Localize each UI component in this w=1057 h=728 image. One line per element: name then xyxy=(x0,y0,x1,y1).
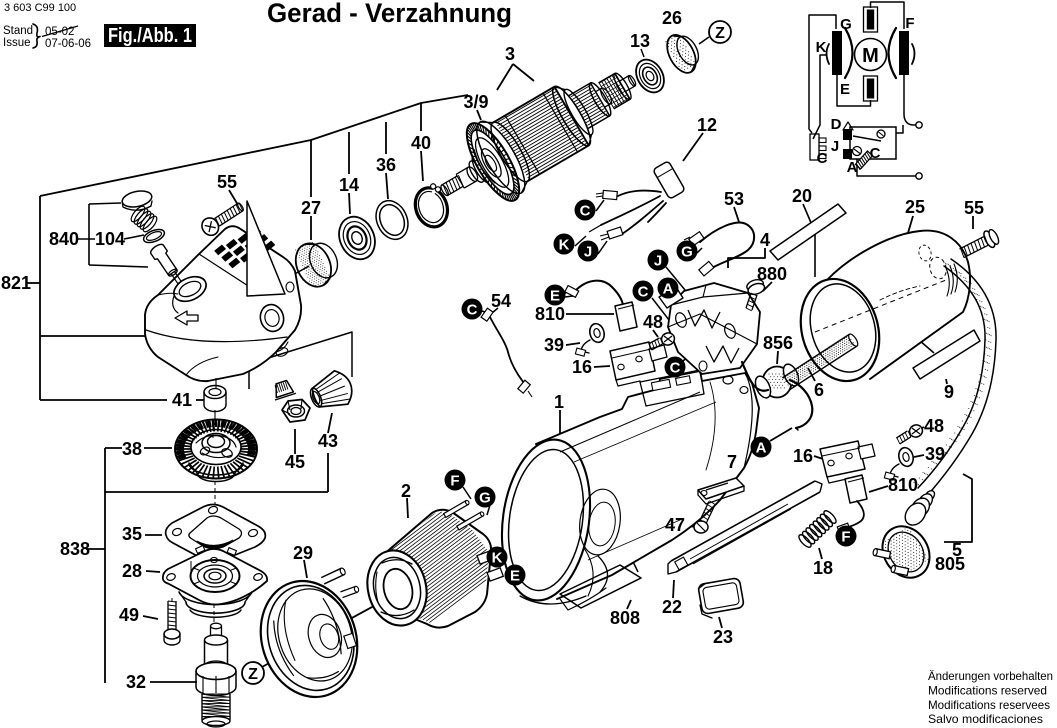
svg-text:J: J xyxy=(654,253,662,270)
svg-text:Fig./Abb. 1: Fig./Abb. 1 xyxy=(108,24,192,47)
svg-text:2: 2 xyxy=(401,481,411,501)
svg-text:16: 16 xyxy=(572,357,592,377)
svg-text:53: 53 xyxy=(724,189,744,209)
svg-text:J: J xyxy=(831,138,839,155)
svg-text:18: 18 xyxy=(813,558,833,578)
svg-text:G: G xyxy=(681,244,693,261)
svg-text:E: E xyxy=(510,568,520,585)
svg-text:K: K xyxy=(816,39,827,56)
svg-text:7: 7 xyxy=(727,452,737,472)
svg-text:3 603 C99 100: 3 603 C99 100 xyxy=(4,2,76,14)
svg-text:5: 5 xyxy=(952,540,962,560)
svg-text:F: F xyxy=(905,15,914,32)
svg-text:838: 838 xyxy=(60,539,90,559)
svg-text:6: 6 xyxy=(814,380,824,400)
svg-text:48: 48 xyxy=(643,312,663,332)
svg-text:47: 47 xyxy=(665,515,685,535)
svg-text:3/9: 3/9 xyxy=(463,92,488,112)
svg-text:39: 39 xyxy=(925,444,945,464)
svg-text:20: 20 xyxy=(792,186,812,206)
svg-text:G: G xyxy=(479,490,491,507)
svg-text:22: 22 xyxy=(662,597,682,617)
svg-text:27: 27 xyxy=(301,198,321,218)
svg-text:Issue: Issue xyxy=(3,37,31,49)
svg-text:821: 821 xyxy=(1,273,31,293)
svg-text:12: 12 xyxy=(697,115,717,135)
svg-text:55: 55 xyxy=(964,198,984,218)
svg-text:9: 9 xyxy=(944,382,954,402)
svg-text:Z: Z xyxy=(715,25,725,42)
svg-text:G: G xyxy=(840,16,852,33)
svg-text:38: 38 xyxy=(122,439,142,459)
svg-text:26: 26 xyxy=(662,8,682,28)
svg-text:39: 39 xyxy=(544,335,564,355)
svg-text:Stand: Stand xyxy=(3,25,33,37)
svg-text:Modifications reservees: Modifications reservees xyxy=(928,698,1050,712)
svg-text:45: 45 xyxy=(285,452,305,472)
svg-text:28: 28 xyxy=(122,561,142,581)
svg-text:805: 805 xyxy=(935,554,965,574)
svg-text:Salvo modificaciones: Salvo modificaciones xyxy=(928,712,1043,726)
svg-text:F: F xyxy=(450,473,459,490)
svg-text:54: 54 xyxy=(491,291,511,311)
svg-text:840: 840 xyxy=(49,229,79,249)
svg-text:C: C xyxy=(467,302,478,319)
svg-text:C: C xyxy=(638,284,649,301)
svg-text:40: 40 xyxy=(411,133,431,153)
svg-text:D: D xyxy=(831,116,842,133)
svg-text:Gerad - Verzahnung: Gerad - Verzahnung xyxy=(267,0,512,28)
svg-text:49: 49 xyxy=(119,605,139,625)
svg-text:K: K xyxy=(559,237,570,254)
svg-text:3: 3 xyxy=(505,44,515,64)
svg-text:A: A xyxy=(663,281,674,298)
svg-text:55: 55 xyxy=(217,172,237,192)
svg-text:41: 41 xyxy=(172,390,192,410)
svg-text:32: 32 xyxy=(126,672,146,692)
svg-text:C: C xyxy=(870,145,881,162)
svg-text:C: C xyxy=(817,150,828,167)
svg-text:16: 16 xyxy=(793,446,813,466)
svg-text:13: 13 xyxy=(630,31,650,51)
svg-text:23: 23 xyxy=(713,627,733,647)
svg-text:856: 856 xyxy=(763,333,793,353)
svg-text:C: C xyxy=(670,360,681,377)
svg-text:880: 880 xyxy=(757,264,787,284)
svg-text:A: A xyxy=(847,159,858,176)
svg-text:48: 48 xyxy=(924,416,944,436)
svg-text:35: 35 xyxy=(122,524,142,544)
svg-text:104: 104 xyxy=(95,229,125,249)
svg-text:43: 43 xyxy=(318,431,338,451)
svg-text:25: 25 xyxy=(905,197,925,217)
svg-text:36: 36 xyxy=(376,155,396,175)
svg-text:1: 1 xyxy=(554,392,564,412)
svg-text:810: 810 xyxy=(888,475,918,495)
svg-text:C: C xyxy=(580,203,591,220)
svg-text:M: M xyxy=(862,45,879,67)
svg-text:810: 810 xyxy=(535,304,565,324)
svg-text:Änderungen vorbehalten: Änderungen vorbehalten xyxy=(928,669,1053,683)
svg-text:808: 808 xyxy=(610,608,640,628)
svg-text:K: K xyxy=(492,550,503,567)
svg-text:E: E xyxy=(840,81,850,98)
svg-text:07-06-06: 07-06-06 xyxy=(45,38,91,50)
svg-text:4: 4 xyxy=(760,230,770,250)
svg-text:E: E xyxy=(550,288,560,305)
svg-text:14: 14 xyxy=(339,175,359,195)
svg-text:29: 29 xyxy=(293,543,313,563)
svg-text:Z: Z xyxy=(248,666,258,683)
svg-text:A: A xyxy=(756,440,767,457)
svg-text:J: J xyxy=(584,244,592,261)
svg-text:Modifications reserved: Modifications reserved xyxy=(928,683,1047,697)
svg-text:F: F xyxy=(841,529,850,546)
